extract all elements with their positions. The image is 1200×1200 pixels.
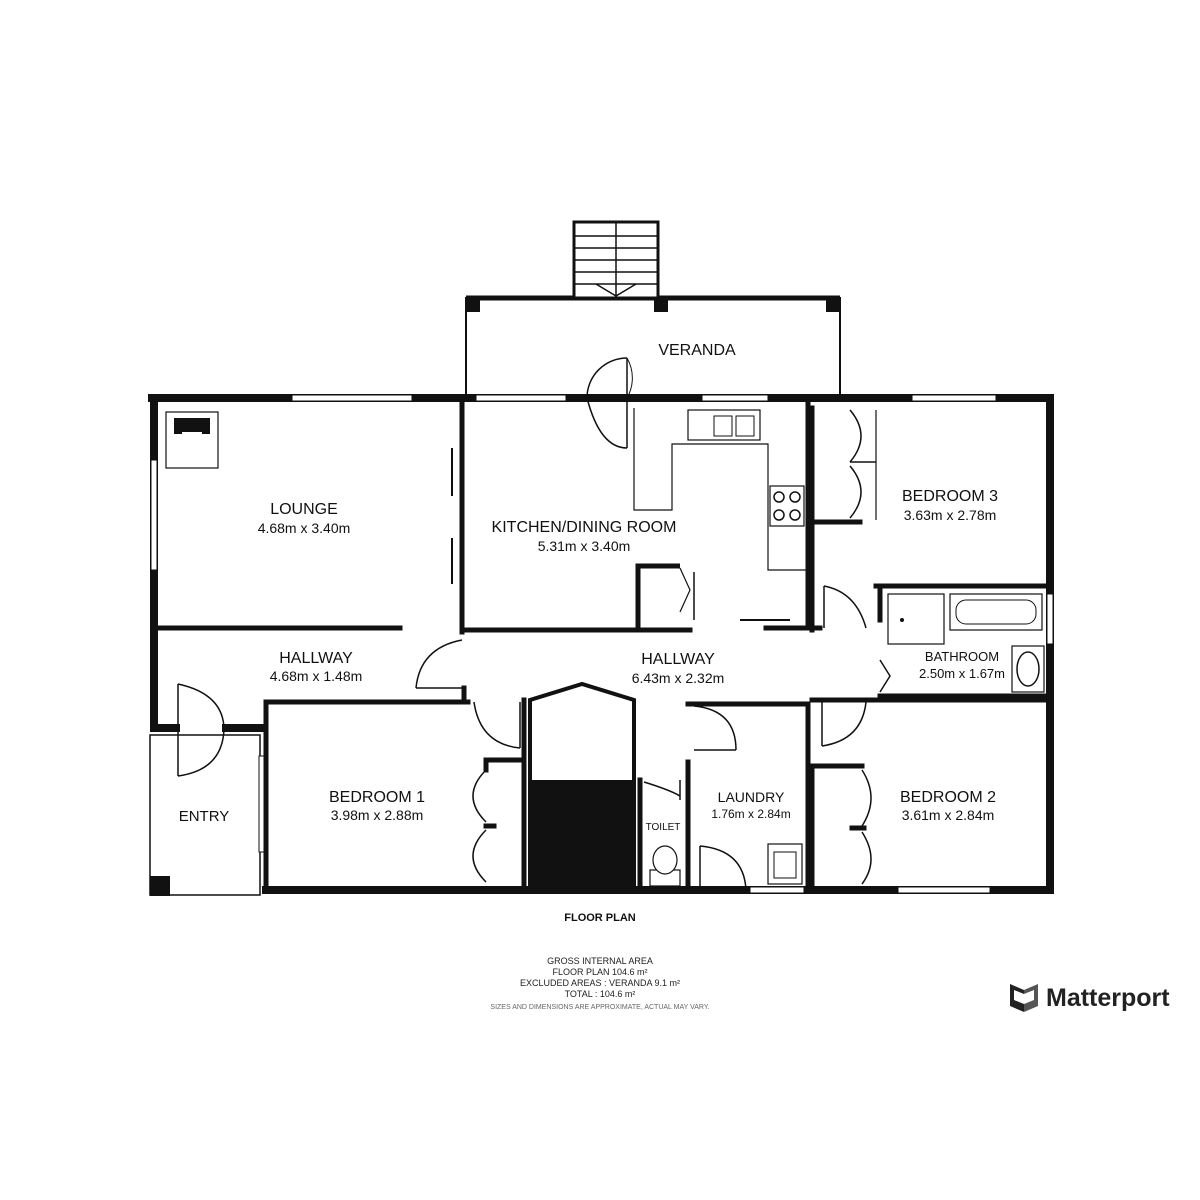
windows [150,394,1054,894]
laundry-dims: 1.76m x 2.84m [711,807,790,821]
kitchen-label: KITCHEN/DINING ROOM [492,519,677,536]
hallway-main-dims: 6.43m x 2.32m [632,670,725,686]
entry-door [177,683,225,777]
area-line-3: EXCLUDED AREAS : VERANDA 9.1 m² [520,978,680,988]
area-line-4: TOTAL : 104.6 m² [565,989,636,999]
bathroom [823,583,1053,699]
lounge [151,395,465,635]
bedroom-1 [263,697,527,893]
toilet-label: TOILET [646,822,681,833]
veranda-post [466,298,480,312]
bedroom3-dims: 3.63m x 2.78m [904,507,997,523]
entry-corner-post [150,876,170,896]
veranda-stairs [572,220,660,300]
veranda-post [654,298,668,312]
veranda [465,295,841,399]
area-note: SIZES AND DIMENSIONS ARE APPROXIMATE, AC… [490,1004,709,1011]
kitchen [459,395,823,633]
bedroom3-label: BEDROOM 3 [902,488,998,505]
bedroom1-dims: 3.98m x 2.88m [331,807,424,823]
hallway-left-dims: 4.68m x 1.48m [270,668,363,684]
matterport-brand: Matterport [1010,984,1170,1012]
lounge-label: LOUNGE [270,501,338,518]
veranda-door [586,357,633,449]
laundry [685,701,811,893]
veranda-post [826,298,840,312]
hallway-left [415,639,467,703]
kitchen-stove [769,485,805,527]
bathroom-label: BATHROOM [925,649,999,664]
bedroom2-dims: 3.61m x 2.84m [902,807,995,823]
bedroom-2 [809,697,1053,893]
area-line-1: GROSS INTERNAL AREA [547,956,653,966]
storage-cupboard [528,780,636,890]
plan-title: FLOOR PLAN [564,912,636,924]
laundry-label: LAUNDRY [718,789,785,805]
bathroom-dims: 2.50m x 1.67m [919,666,1005,681]
hallway-left-label: HALLWAY [279,650,353,667]
hallway-main-label: HALLWAY [641,651,715,668]
brand-name: Matterport [1046,984,1170,1012]
lounge-dims: 4.68m x 3.40m [258,520,351,536]
bedroom2-label: BEDROOM 2 [900,789,996,806]
linen-store [528,681,636,890]
matterport-logo-icon [1010,984,1038,1012]
toilet-bowl [652,845,678,875]
veranda-label: VERANDA [658,342,736,359]
entry-label: ENTRY [179,808,230,825]
area-line-2: FLOOR PLAN 104.6 m² [552,967,647,977]
toilet-room [637,759,691,893]
kitchen-dims: 5.31m x 3.40m [538,538,631,554]
shower [887,593,945,645]
bedroom-3 [809,405,1053,633]
bedroom1-label: BEDROOM 1 [329,789,425,806]
